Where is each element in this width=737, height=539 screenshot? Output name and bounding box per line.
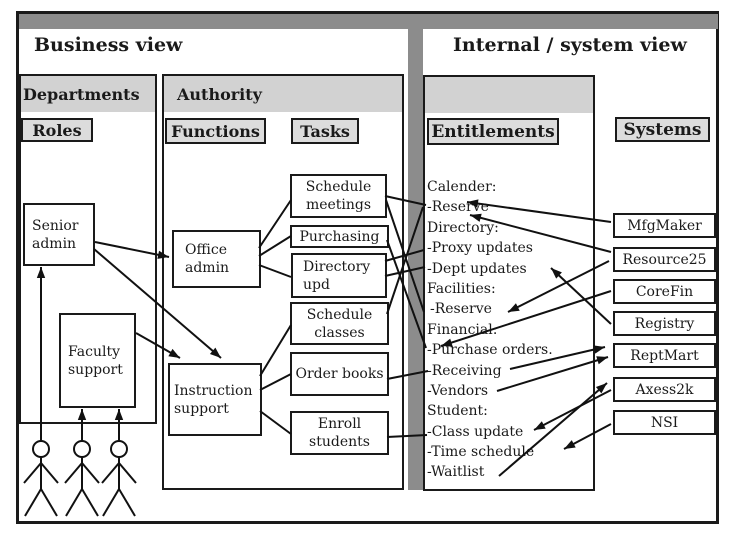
vertical-divider-band [408,14,423,490]
system-nsi: NSI [613,410,716,435]
task-order-books: Order books [290,352,389,396]
business-view-title: Business view [34,34,183,56]
entitlement-item-vendors: -Vendors [427,382,489,399]
entitlement-list: Calender: -Reserve Directory: -Proxy upd… [427,177,591,483]
role-senior-admin: Senior admin [23,203,95,266]
entitlement-group-calender: Calender: [427,179,497,195]
departments-panel-header: Departments [21,76,155,112]
internal-view-title: Internal / system view [453,34,687,56]
entitlement-item-waitlist: -Waitlist [427,464,485,481]
systems-column-label: Systems [615,117,710,142]
entitlement-item-dept-updates: -Dept updates [427,260,527,277]
system-reptmart: ReptMart [613,343,716,368]
authority-panel-header: Authority [164,76,402,112]
system-registry: Registry [613,311,716,336]
entitlement-group-financial: Financial: [427,321,498,338]
function-office-admin: Office admin [172,230,261,288]
task-purchasing: Purchasing [290,225,389,248]
entitlements-column-label: Entitlements [427,118,559,145]
system-corefin: CoreFin [613,279,716,304]
entitlement-item-reserve-facilities: -Reserve [430,301,492,318]
entitlement-item-proxy-updates: -Proxy updates [427,240,533,257]
function-instruction-support: Instruction support [168,363,262,436]
task-schedule-meetings: Schedule meetings [290,174,387,218]
task-directory-upd: Directory upd [291,253,387,298]
entitlement-group-facilities: Facilities: [427,280,496,297]
entitlements-panel-header [425,77,593,113]
tasks-column-label: Tasks [291,118,359,144]
entitlement-item-reserve-calender: -Reserve [427,199,489,216]
entitlement-item-class-update: -Class update [427,423,524,440]
system-resource25: Resource25 [613,247,716,272]
entitlement-item-purchase-orders: -Purchase orders. [427,342,553,359]
entitlement-item-time-schedule: -Time schedule [427,444,535,461]
system-axess2k: Axess2k [613,377,716,402]
role-faculty-support: Faculty support [59,313,136,408]
entitlement-group-directory: Directory: [427,219,499,236]
task-enroll-students: Enroll students [290,411,389,455]
functions-column-label: Functions [165,118,266,144]
entitlement-item-receiving: -Receiving [427,362,502,379]
roles-column-label: Roles [21,118,93,142]
entitlement-group-student: Student: [427,403,488,420]
top-divider-band [19,14,718,29]
outer-frame [16,11,719,524]
system-mfgmaker: MfgMaker [613,213,716,238]
task-schedule-classes: Schedule classes [290,302,389,345]
